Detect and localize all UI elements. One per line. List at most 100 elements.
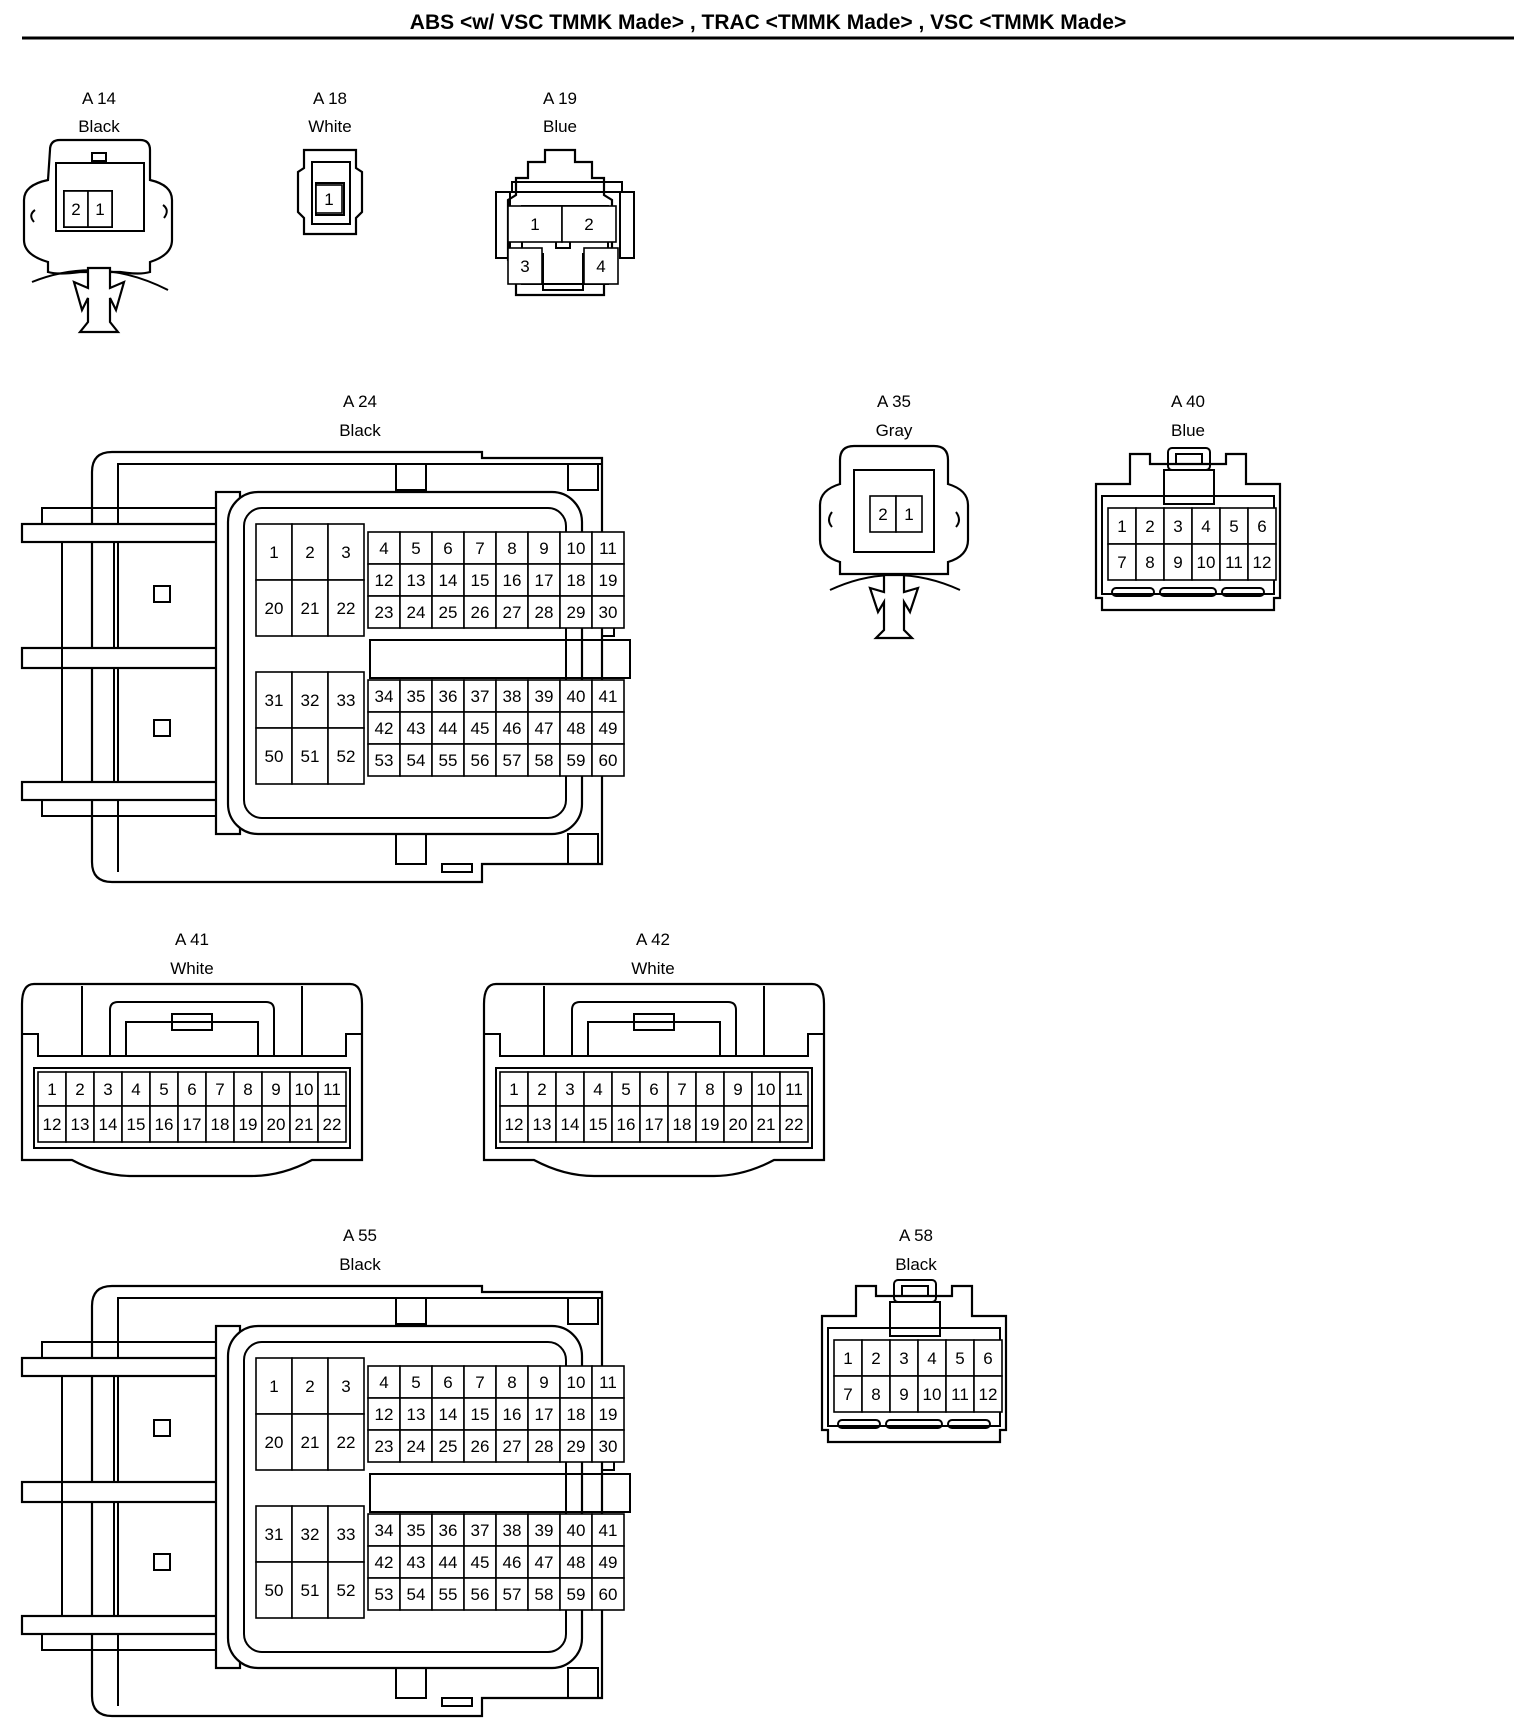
pin-cell: [495, 595, 529, 629]
pin-number: 8: [871, 1385, 880, 1404]
pin-cell: [561, 205, 617, 243]
pin-number: 2: [1145, 517, 1154, 536]
pin-number: 47: [535, 1553, 554, 1572]
pin-number: 17: [645, 1115, 664, 1134]
pin-cell: [1135, 543, 1165, 581]
pin-number: 6: [443, 539, 452, 558]
pin-cell: [583, 247, 619, 285]
pin-number: 36: [439, 687, 458, 706]
pin-number: 45: [471, 719, 490, 738]
pin-number: 18: [211, 1115, 230, 1134]
pin-number: 10: [567, 539, 586, 558]
pin-number: 38: [503, 687, 522, 706]
pin-number: 18: [673, 1115, 692, 1134]
pin-cell: [591, 711, 625, 745]
pin-cell: [291, 1561, 329, 1619]
pin-number: 39: [535, 1521, 554, 1540]
pin-cell: [555, 1071, 585, 1107]
connector-color: Black: [339, 1255, 381, 1274]
pin-cell: [591, 1429, 625, 1463]
pin-cell: [1247, 507, 1277, 545]
pin-number: 37: [471, 687, 490, 706]
pin-cell: [527, 1105, 557, 1143]
pin-number: 11: [323, 1080, 341, 1099]
pin-number: 13: [407, 571, 426, 590]
pin-number: 10: [757, 1080, 776, 1099]
pin-cell: [591, 1577, 625, 1611]
pin-number: 37: [471, 1521, 490, 1540]
pin-cell: [591, 563, 625, 597]
pin-number: 17: [535, 571, 554, 590]
pin-cell: [1191, 543, 1221, 581]
connector-color: Black: [339, 421, 381, 440]
pin-cell: [291, 1505, 329, 1563]
pin-number: 24: [407, 603, 426, 622]
pin-number: 15: [471, 1405, 490, 1424]
pin-number: 44: [439, 1553, 458, 1572]
pin-number: 22: [337, 1433, 356, 1452]
pin-number: 3: [520, 257, 529, 276]
pin-number: 20: [265, 599, 284, 618]
pin-number: 59: [567, 1585, 586, 1604]
pin-cell: [723, 1105, 753, 1143]
pin-number: 17: [183, 1115, 202, 1134]
pin-number: 27: [503, 603, 522, 622]
pin-number: 10: [1197, 553, 1216, 572]
pin-cell: [37, 1071, 67, 1107]
pin-cell: [327, 1357, 365, 1415]
pin-number: 24: [407, 1437, 426, 1456]
pin-number: 3: [565, 1080, 574, 1099]
pin-number: 33: [337, 691, 356, 710]
pin-number: 43: [407, 1553, 426, 1572]
connector-code: A 42: [636, 930, 670, 949]
pin-number: 49: [599, 1553, 618, 1572]
pin-number: 40: [567, 687, 586, 706]
pin-number: 3: [103, 1080, 112, 1099]
pin-number: 5: [1229, 517, 1238, 536]
pin-cell: [399, 1365, 433, 1399]
pin-cell: [507, 205, 563, 243]
pin-cell: [463, 1397, 497, 1431]
pin-number: 60: [599, 751, 618, 770]
pin-number: 19: [701, 1115, 720, 1134]
pin-number: 12: [43, 1115, 62, 1134]
pin-number: 4: [379, 1373, 388, 1392]
pin-number: 13: [533, 1115, 552, 1134]
pin-cell: [327, 1505, 365, 1563]
pin-number: 23: [375, 1437, 394, 1456]
pin-cell: [495, 1513, 529, 1547]
connector-code: A 58: [899, 1226, 933, 1245]
pin-number: 22: [785, 1115, 804, 1134]
pin-number: 50: [265, 747, 284, 766]
pin-number: 5: [411, 1373, 420, 1392]
pin-number: 16: [503, 1405, 522, 1424]
pin-number: 21: [301, 599, 320, 618]
pin-cell: [149, 1105, 179, 1143]
connector-color: White: [631, 959, 674, 978]
pin-cell: [65, 1071, 95, 1107]
pin-number: 9: [539, 1373, 548, 1392]
pin-cell: [583, 1105, 613, 1143]
pin-number: 18: [567, 571, 586, 590]
pin-number: 30: [599, 1437, 618, 1456]
pin-number: 51: [301, 1581, 320, 1600]
pin-number: 54: [407, 751, 426, 770]
pin-cell: [431, 711, 465, 745]
pin-number: 2: [584, 215, 593, 234]
pin-number: 41: [599, 1521, 618, 1540]
pin-number: 7: [1117, 553, 1126, 572]
pin-cell: [1107, 543, 1137, 581]
pin-number: 14: [439, 571, 458, 590]
pin-number: 2: [871, 1349, 880, 1368]
pin-number: 13: [407, 1405, 426, 1424]
pin-number: 10: [567, 1373, 586, 1392]
pin-number: 35: [407, 1521, 426, 1540]
pin-cell: [291, 1357, 329, 1415]
pin-number: 33: [337, 1525, 356, 1544]
connector-color: White: [308, 117, 351, 136]
